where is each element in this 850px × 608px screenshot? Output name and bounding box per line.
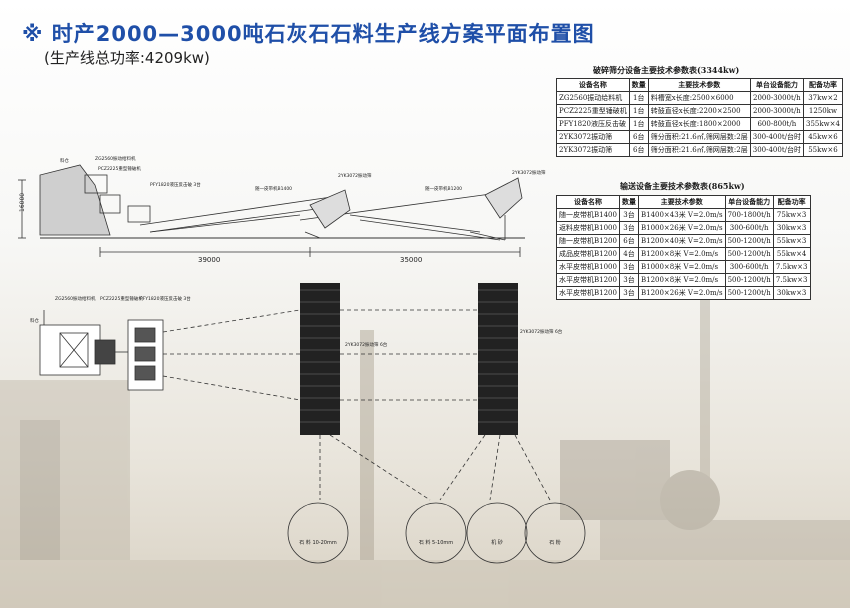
feed-bin-plan <box>39 324 101 376</box>
page-subtitle: (生产线总功率:4209kw) <box>44 49 210 67</box>
plan-label: PCZ2225重型锤破机 <box>100 295 143 302</box>
vibrating-screen-shape <box>484 177 523 219</box>
screen-block-group <box>300 283 518 435</box>
vibrating-screen-block <box>300 283 340 435</box>
height-dimension: 16000 <box>19 193 26 212</box>
feeder-plan <box>59 332 89 368</box>
plan-label: 2YK3072振动筛 6台 <box>520 328 563 335</box>
table-cell: 3台 <box>618 221 639 235</box>
elevation-label: 料仓 <box>60 157 69 164</box>
stockpile-label: 石 料 5-10mm <box>419 539 453 546</box>
table-cell: 300-400t/台时 <box>749 143 805 157</box>
elevation-label: 随一皮带机B1200 <box>425 185 462 192</box>
vibrating-screen-shape <box>309 189 351 229</box>
page-title: ※ 时产2000—3000吨石灰石石料生产线方案平面布置图 <box>22 22 595 46</box>
crusher-plan <box>94 339 116 365</box>
conveyor-table-title: 输送设备主要技术参数表(865kw) <box>620 181 745 191</box>
table-cell: 55kw×6 <box>803 143 843 157</box>
table-cell: 1250kw <box>803 104 843 118</box>
dimension-right: 35000 <box>400 256 422 264</box>
table-cell: 3台 <box>618 260 639 274</box>
stockpile-circle <box>287 502 349 564</box>
plan-view <box>39 309 551 501</box>
stockpile-label: 石 料 10-20mm <box>299 539 337 546</box>
table-cell: 水平皮带机B1200 <box>556 286 620 300</box>
elevation-label: 2YK3072振动筛 <box>512 169 546 176</box>
stockpile-label: 石 粉 <box>549 539 561 546</box>
stockpile-group <box>287 502 586 564</box>
table-cell: 30kw×3 <box>772 286 811 300</box>
stockpile-circle <box>466 502 528 564</box>
stockpile-label: 机 砂 <box>491 539 503 546</box>
stockpile-circle <box>405 502 467 564</box>
hopper-shape <box>84 174 108 194</box>
elevation-view: 16000 <box>18 164 525 257</box>
stockpile-circle <box>524 502 586 564</box>
elevation-label: 2YK3072振动筛 <box>338 172 372 179</box>
elevation-label: ZG2560振动给料机 <box>95 155 136 162</box>
plan-label: PFY1820液压反击破 3台 <box>140 295 191 302</box>
plan-label: 料仓 <box>30 317 39 324</box>
plan-label: 2YK3072振动筛 6台 <box>345 341 388 348</box>
vibrating-screen-block <box>478 283 518 435</box>
impact-crusher-shape <box>127 205 151 223</box>
elevation-label: PFY1820液压反击破 3台 <box>150 181 201 188</box>
elevation-label: PCZ2225重型锤破机 <box>98 165 141 172</box>
dimension-left: 39000 <box>198 256 220 264</box>
crushing-table-title: 破碎筛分设备主要技术参数表(3344kw) <box>593 65 740 75</box>
elevation-label: 随一皮带机B1400 <box>255 185 292 192</box>
table-cell: 6台 <box>628 143 649 157</box>
crusher-shape <box>99 194 121 214</box>
table-cell: 500-1200t/h <box>724 286 774 300</box>
plan-label: ZG2560振动给料机 <box>55 295 96 302</box>
quarry-rock <box>39 164 111 236</box>
table-cell: 3台 <box>618 286 639 300</box>
